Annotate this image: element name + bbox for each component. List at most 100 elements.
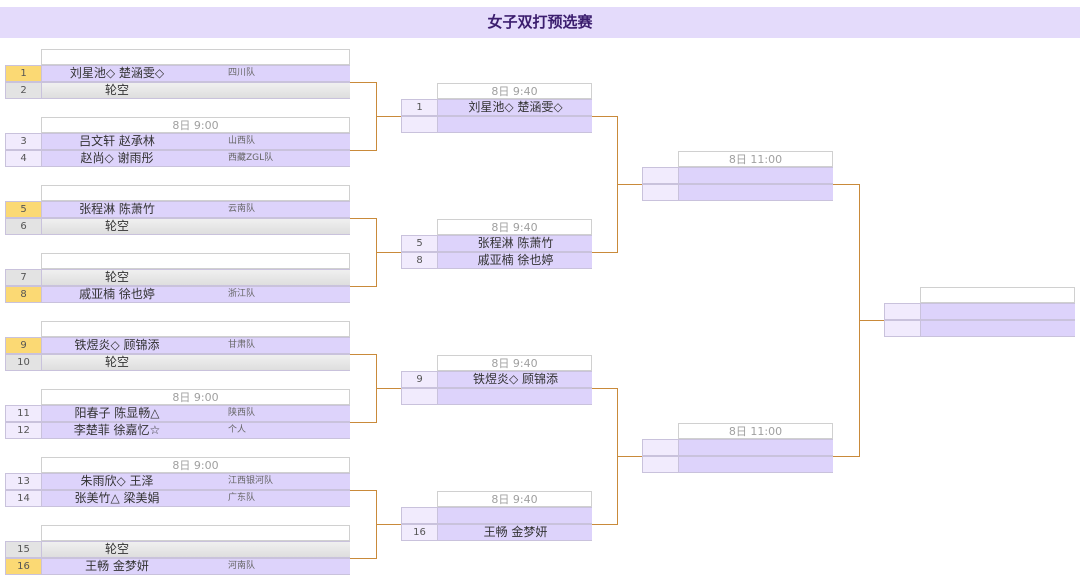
seed-number: 5 (6, 202, 42, 217)
player-cell: 吕文轩 赵承林 山西队 (42, 134, 350, 149)
team-name: 广东队 (228, 493, 256, 503)
bracket-connector-line (350, 354, 376, 355)
bracket-connector-line (376, 116, 401, 117)
bracket-connector-line (592, 252, 617, 253)
player-cell (438, 117, 592, 132)
team-name: 浙江队 (228, 289, 256, 299)
player-names: 张美竹△ 梁美娟 (74, 491, 160, 505)
seed-number: 16 (402, 525, 438, 540)
team-name: 山西队 (228, 136, 256, 146)
player-row[interactable]: 2 轮空 (5, 82, 350, 99)
player-names: 李楚菲 徐嘉忆☆ (73, 423, 161, 437)
seed-number: 9 (6, 338, 42, 353)
player-cell: 轮空 (42, 219, 350, 234)
player-cell: 戚亚楠 徐也婷 (438, 253, 592, 268)
player-names: 轮空 (104, 355, 129, 369)
player-cell: 朱雨欣◇ 王泽江西银河队 (42, 474, 350, 489)
player-names: 王畅 金梦妍 (483, 525, 548, 539)
bracket-connector-line (833, 456, 859, 457)
player-names: 吕文轩 赵承林 (79, 134, 155, 148)
match-time-header: 8日 9:00 (41, 457, 350, 473)
bracket-connector-line (376, 388, 401, 389)
player-names: 戚亚楠 徐也婷 (79, 287, 155, 301)
bracket-connector-line (592, 388, 617, 389)
bracket-connector-line (592, 116, 617, 117)
player-cell: 轮空 (42, 270, 350, 285)
player-cell: 刘星池◇ 楚涵雯◇四川队 (42, 66, 350, 81)
player-cell: 王畅 金梦妍 (438, 525, 592, 540)
seed-number: 12 (6, 423, 42, 438)
player-names: 刘星池◇ 楚涵雯◇ (468, 100, 563, 114)
seed-number: 11 (6, 406, 42, 421)
seed-number: 8 (6, 287, 42, 302)
player-row[interactable]: 16 王畅 金梦妍 (401, 524, 592, 541)
seed-number: 3 (6, 134, 42, 149)
seed-number: 7 (6, 270, 42, 285)
player-names: 轮空 (104, 270, 129, 284)
player-cell: 刘星池◇ 楚涵雯◇ (438, 100, 592, 115)
player-names: 刘星池◇ 楚涵雯◇ (69, 66, 165, 80)
player-row[interactable]: 14 张美竹△ 梁美娟 广东队 (5, 490, 350, 507)
player-row[interactable] (401, 388, 592, 405)
bracket-connector-line (376, 524, 401, 525)
bracket-connector-line (592, 524, 617, 525)
player-row[interactable]: 7 轮空 (5, 269, 350, 286)
seed-number: 1 (6, 66, 42, 81)
match-time-header (41, 321, 350, 337)
bracket-connector-line (833, 184, 859, 185)
player-row[interactable] (642, 184, 833, 201)
player-cell (679, 168, 833, 183)
seed-number: 2 (6, 83, 42, 98)
seed-number (402, 389, 438, 404)
player-cell (921, 321, 1075, 336)
player-row[interactable]: 8 戚亚楠 徐也婷 浙江队 (5, 286, 350, 303)
bracket-connector-line (350, 218, 376, 219)
seed-number (885, 304, 921, 319)
player-row[interactable] (401, 507, 592, 524)
player-cell (679, 440, 833, 455)
player-cell: 张美竹△ 梁美娟 广东队 (42, 491, 350, 506)
player-names: 赵尚◇ 谢雨彤 (80, 151, 154, 165)
player-row[interactable] (642, 167, 833, 184)
player-row[interactable] (642, 439, 833, 456)
match-time-header: 8日 9:00 (41, 117, 350, 133)
player-row[interactable] (642, 456, 833, 473)
bracket-connector-line (350, 150, 376, 151)
player-cell: 赵尚◇ 谢雨彤西藏ZGL队 (42, 151, 350, 166)
player-row[interactable] (884, 320, 1075, 337)
team-name: 河南队 (228, 561, 256, 571)
player-row[interactable] (884, 303, 1075, 320)
player-names: 阳春子 陈显畅△ (74, 406, 160, 420)
bracket-connector-line (859, 320, 884, 321)
seed-number: 14 (6, 491, 42, 506)
team-name: 陕西队 (228, 408, 256, 418)
player-row[interactable]: 3 吕文轩 赵承林 山西队 (5, 133, 350, 150)
match-time-header: 8日 9:40 (437, 219, 592, 235)
player-row[interactable] (401, 116, 592, 133)
player-names: 轮空 (104, 83, 129, 97)
bracket-connector-line (350, 286, 376, 287)
player-row[interactable]: 11 阳春子 陈显畅△ 陕西队 (5, 405, 350, 422)
match-time-header: 8日 9:40 (437, 491, 592, 507)
player-names: 张程淋 陈萧竹 (79, 202, 155, 216)
match-time-header: 8日 9:40 (437, 83, 592, 99)
match-time-header: 8日 9:00 (41, 389, 350, 405)
match-time-header: 8日 9:40 (437, 355, 592, 371)
seed-number (643, 457, 679, 472)
player-names: 王畅 金梦妍 (85, 559, 149, 573)
player-cell (921, 304, 1075, 319)
